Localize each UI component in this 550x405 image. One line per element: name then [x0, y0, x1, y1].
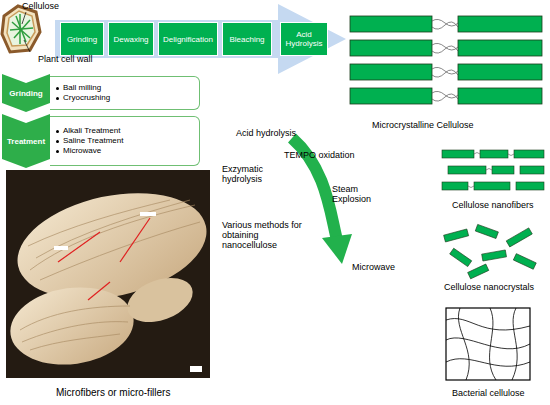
node-text: Grinding — [9, 89, 42, 98]
microcrystalline-cellulose-drawing — [350, 16, 542, 104]
annotation-label: Cellulose — [22, 1, 82, 11]
nanocrystal-drawing — [444, 224, 537, 278]
bullet-item: Microwave — [56, 146, 101, 156]
annotation-label: Cellulose nanofibers — [452, 200, 550, 210]
node-text: Treatment — [7, 137, 45, 146]
process-step-box: Bleaching — [222, 22, 272, 56]
nanofiber-drawing — [442, 150, 544, 190]
bullet-dot — [56, 130, 59, 133]
annotation-label: Microfibers or micro-fillers — [56, 388, 216, 398]
annotation-label: Various methods for obtaining nanocellul… — [222, 220, 312, 250]
chevron-heading: Grinding — [2, 74, 50, 112]
annotation-label: TEMPO oxidation — [284, 150, 374, 160]
bullet-text: Alkali Treatment — [63, 126, 120, 136]
annotation-label: Microwave — [352, 262, 412, 272]
bullet-dot — [56, 150, 59, 153]
node-text: Delignification — [163, 35, 213, 44]
bullet-dot — [56, 140, 59, 143]
nanofiber-links — [468, 153, 514, 188]
bullet-list-box: Alkali TreatmentSaline TreatmentMicrowav… — [50, 116, 200, 166]
bullet-text: Cryocrushing — [63, 93, 110, 103]
bullet-dot — [56, 87, 59, 90]
microscope-photo — [5, 170, 216, 378]
bullet-dot — [56, 97, 59, 100]
bullet-text: Ball milling — [63, 83, 101, 93]
process-arrow — [55, 4, 346, 74]
annotation-label: Acid hydrolysis — [236, 128, 316, 138]
bullet-text: Microwave — [63, 146, 101, 156]
process-step-box: Acid Hydrolysis — [280, 22, 328, 56]
process-step-box: Delignification — [158, 22, 218, 56]
annotation-label: Steam Explosion — [332, 184, 382, 204]
annotation-label: Plant cell wall — [38, 54, 118, 64]
amorphous-region-lines — [432, 19, 458, 101]
annotation-label: Cellulose nanocrystals — [444, 282, 550, 292]
bullet-list-box: Ball millingCryocrushing — [50, 76, 200, 110]
bullet-item: Saline Treatment — [56, 136, 123, 146]
node-text: Grinding — [67, 35, 97, 44]
node-text: Bleaching — [229, 35, 264, 44]
chevron-heading: Treatment — [2, 114, 50, 168]
annotation-label: Exzymatic hydrolysis — [222, 164, 278, 184]
chevron-outline — [2, 74, 50, 112]
bullet-item: Alkali Treatment — [56, 126, 120, 136]
process-step-box: Dewaxing — [108, 22, 154, 56]
annotation-label: Bacterial cellulose — [452, 388, 550, 398]
plant-cell-icon — [2, 6, 40, 52]
bullet-item: Cryocrushing — [56, 93, 110, 103]
process-step-box: Grinding — [60, 22, 104, 56]
bullet-item: Ball milling — [56, 83, 101, 93]
chevron-outline — [2, 114, 50, 168]
bacterial-cellulose-drawing — [446, 308, 530, 380]
bullet-text: Saline Treatment — [63, 136, 123, 146]
annotation-label: Microcrystalline Cellulose — [372, 120, 522, 130]
node-text: Dewaxing — [113, 35, 148, 44]
node-text: Acid Hydrolysis — [282, 30, 326, 48]
